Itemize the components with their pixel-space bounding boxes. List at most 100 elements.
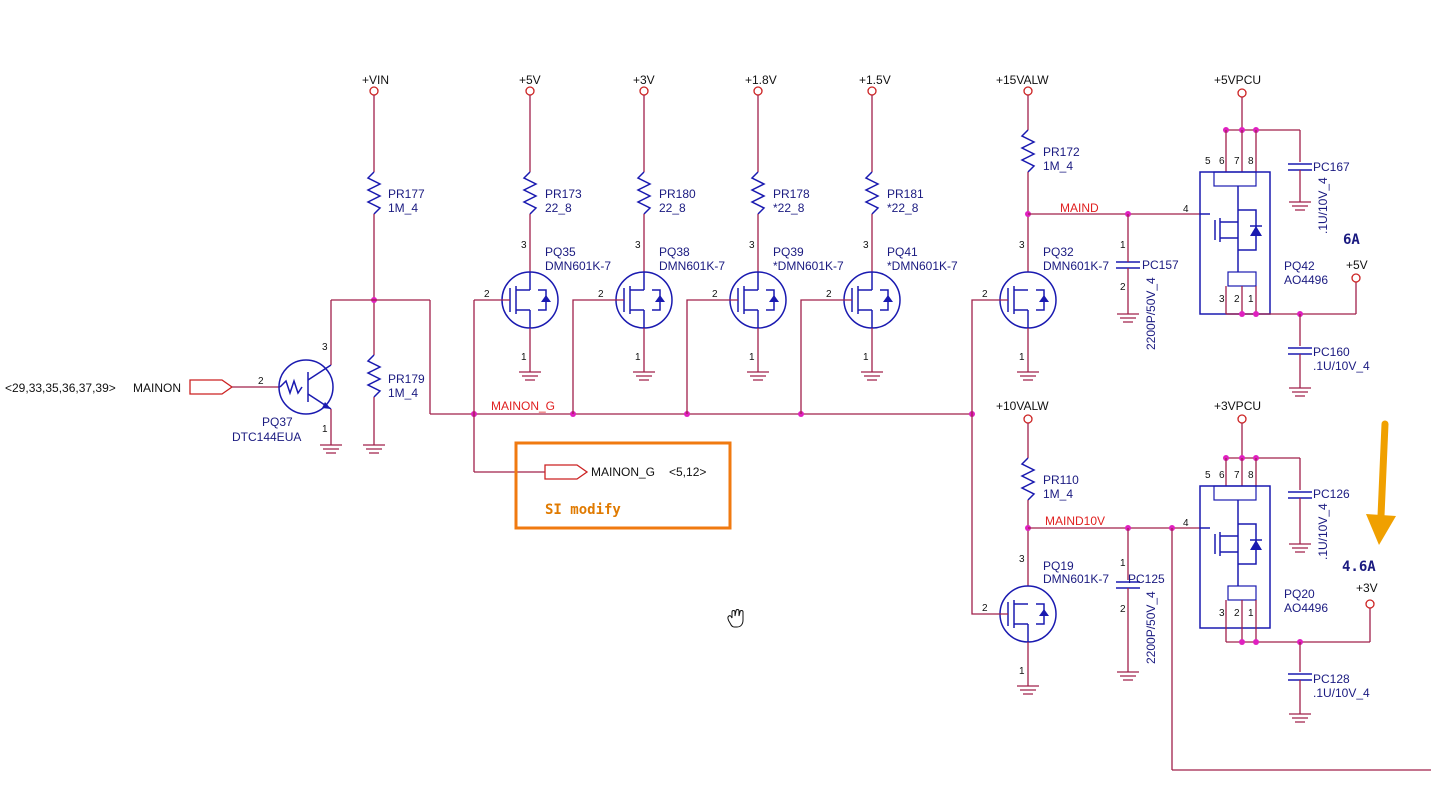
svg-text:2: 2 xyxy=(1120,604,1126,615)
svg-text:3: 3 xyxy=(1219,608,1225,619)
rail-label-vin: +VIN xyxy=(362,73,389,87)
svg-text:6: 6 xyxy=(1219,156,1225,167)
pc126-ref: PC126 xyxy=(1313,487,1350,501)
svg-text:1: 1 xyxy=(322,424,328,435)
pq42-value: AO4496 xyxy=(1284,273,1328,287)
pq19-value: DMN601K-7 xyxy=(1043,572,1109,586)
down-arrow-icon xyxy=(1377,420,1389,520)
pc157-value: 2200P/50V_4 xyxy=(1144,277,1158,350)
pr173-ref: PR173 xyxy=(545,187,582,201)
maind10v-net-label: MAIND10V xyxy=(1045,514,1105,528)
pq37-ref: PQ37 xyxy=(262,415,293,429)
svg-text:1: 1 xyxy=(521,352,527,363)
pc126-value: .1U/10V_4 xyxy=(1316,503,1330,560)
pq37-value: DTC144EUA xyxy=(232,430,301,444)
svg-text:8: 8 xyxy=(1248,470,1254,481)
pq35-ref: PQ35 xyxy=(545,245,576,259)
svg-text:2: 2 xyxy=(712,289,718,300)
rail-label-out-3v: +3V xyxy=(1356,581,1378,595)
svg-text:1: 1 xyxy=(1120,240,1126,251)
maind-section: +15VALW PR172 1M_4 MAIND 4 1 2 PC157 220… xyxy=(971,73,1370,414)
si-modify-note: SI modify xyxy=(545,502,621,518)
rail-label-5vpcu: +5VPCU xyxy=(1214,73,1261,87)
svg-text:1: 1 xyxy=(1019,352,1025,363)
pq20-ref: PQ20 xyxy=(1284,587,1315,601)
pq19-ref: PQ19 xyxy=(1043,559,1074,573)
pq32-ref: PQ32 xyxy=(1043,245,1074,259)
pc160-value: .1U/10V_4 xyxy=(1313,359,1370,373)
svg-text:8: 8 xyxy=(1248,156,1254,167)
mainon-net-label: MAINON xyxy=(133,381,181,395)
pc128-ref: PC128 xyxy=(1313,672,1350,686)
hand-cursor-icon xyxy=(727,609,744,628)
pr178-value: *22_8 xyxy=(773,201,805,215)
pq39-ref: PQ39 xyxy=(773,245,804,259)
svg-text:4: 4 xyxy=(1183,518,1189,529)
pc160-ref: PC160 xyxy=(1313,345,1350,359)
pr177-ref: PR177 xyxy=(388,187,425,201)
pq38-ref: PQ38 xyxy=(659,245,690,259)
rail-label-1v8: +1.8V xyxy=(745,73,777,87)
svg-text:2: 2 xyxy=(258,376,264,387)
svg-text:7: 7 xyxy=(1234,156,1240,167)
pq41-value: *DMN601K-7 xyxy=(887,259,958,273)
svg-text:3: 3 xyxy=(635,240,641,251)
pr110-value: 1M_4 xyxy=(1043,487,1073,501)
svg-text:2: 2 xyxy=(484,289,490,300)
svg-text:1: 1 xyxy=(1248,294,1254,305)
pq20-value: AO4496 xyxy=(1284,601,1328,615)
svg-text:3: 3 xyxy=(322,342,328,353)
pq39-value: *DMN601K-7 xyxy=(773,259,844,273)
pr172-value: 1M_4 xyxy=(1043,159,1073,173)
pq42-ref: PQ42 xyxy=(1284,259,1315,273)
svg-text:3: 3 xyxy=(749,240,755,251)
pr172-ref: PR172 xyxy=(1043,145,1080,159)
vin-branch: +VIN PR177 1M_4 PR179 1M_4 xyxy=(331,73,431,454)
svg-text:7: 7 xyxy=(1234,470,1240,481)
rail-label-1v5: +1.5V xyxy=(859,73,891,87)
svg-text:1: 1 xyxy=(635,352,641,363)
mainon-g-offpage-label: MAINON_G xyxy=(591,465,655,479)
svg-text:2: 2 xyxy=(1234,294,1240,305)
pc125-value: 2200P/50V_4 xyxy=(1144,591,1158,664)
svg-text:4: 4 xyxy=(1183,204,1189,215)
pq38-branch: +3V 3 PR180 22_8 2 1 PQ38 DMN601K-7 xyxy=(572,73,725,414)
svg-text:6: 6 xyxy=(1219,470,1225,481)
svg-text:2: 2 xyxy=(1120,282,1126,293)
svg-text:5: 5 xyxy=(1205,156,1211,167)
svg-text:3: 3 xyxy=(521,240,527,251)
pr180-ref: PR180 xyxy=(659,187,696,201)
svg-text:3: 3 xyxy=(863,240,869,251)
pr177-value: 1M_4 xyxy=(388,201,418,215)
pq35-value: DMN601K-7 xyxy=(545,259,611,273)
pr110-ref: PR110 xyxy=(1043,473,1079,487)
si-modify-box xyxy=(514,441,732,530)
svg-text:1: 1 xyxy=(749,352,755,363)
svg-text:2: 2 xyxy=(598,289,604,300)
rail-label-5v: +5V xyxy=(519,73,541,87)
mainon-g-bus: MAINON_G MAINON_G <5,12> SI modify xyxy=(430,300,975,530)
rail-label-10valw: +10VALW xyxy=(996,399,1049,413)
pr181-value: *22_8 xyxy=(887,201,919,215)
svg-text:3: 3 xyxy=(1019,554,1025,565)
pr173-value: 22_8 xyxy=(545,201,572,215)
pq38-value: DMN601K-7 xyxy=(659,259,725,273)
mainon-input-refs: <29,33,35,36,37,39> xyxy=(5,381,116,395)
pc157-ref: PC157 xyxy=(1142,258,1179,272)
svg-text:1: 1 xyxy=(863,352,869,363)
pc125-ref: PC125 xyxy=(1128,572,1165,586)
pc128-value: .1U/10V_4 xyxy=(1313,686,1370,700)
mainon-g-net-label: MAINON_G xyxy=(491,399,555,413)
pc167-ref: PC167 xyxy=(1313,160,1350,174)
pr179-value: 1M_4 xyxy=(388,386,418,400)
svg-text:2: 2 xyxy=(982,289,988,300)
rail-label-out-5v: +5V xyxy=(1346,258,1368,272)
pr180-value: 22_8 xyxy=(659,201,686,215)
pq41-ref: PQ41 xyxy=(887,245,918,259)
svg-text:1: 1 xyxy=(1019,666,1025,677)
svg-text:3: 3 xyxy=(1019,240,1025,251)
pr181-ref: PR181 xyxy=(887,187,924,201)
maind10v-section: +10VALW PR110 1M_4 MAIND10V 4 1 2 PC125 … xyxy=(971,399,1431,771)
svg-text:2: 2 xyxy=(826,289,832,300)
